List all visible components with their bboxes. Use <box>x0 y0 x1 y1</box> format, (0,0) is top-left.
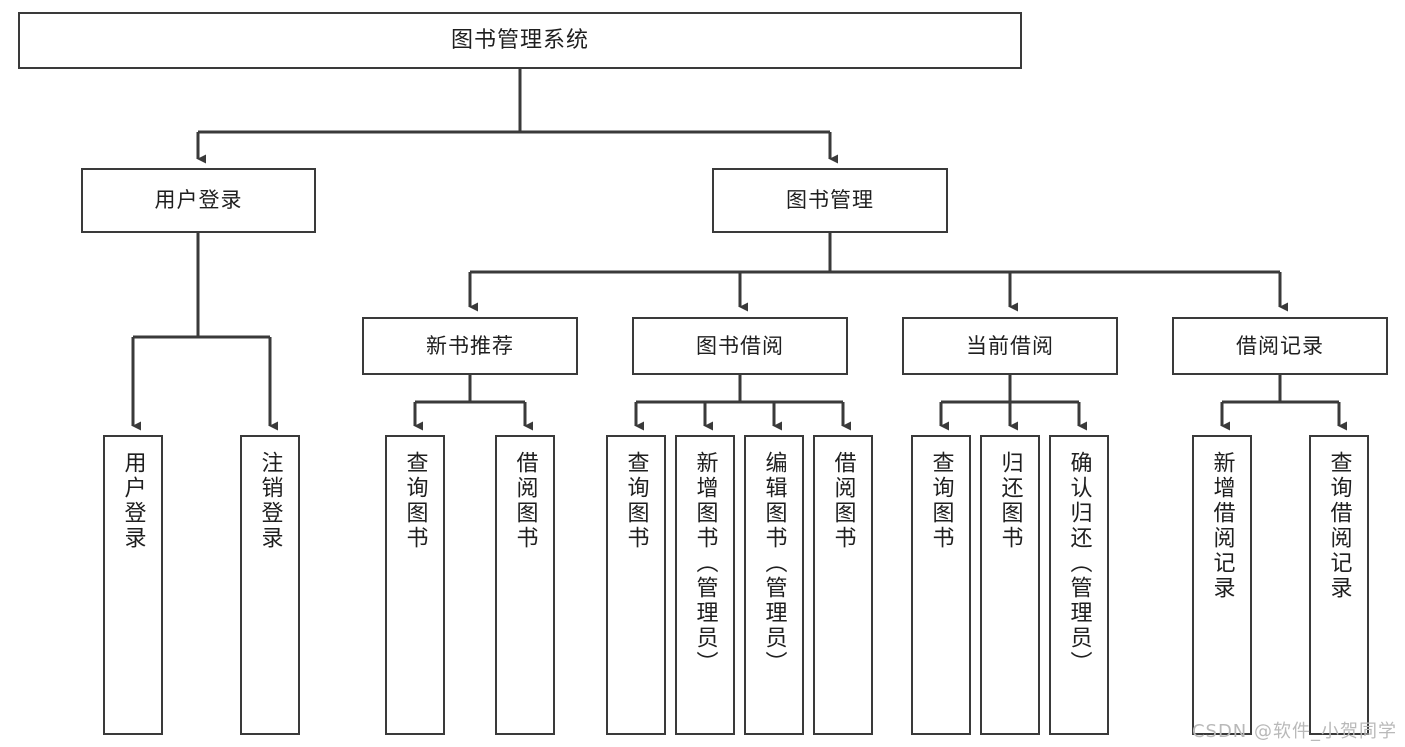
node-user-login[interactable]: 用户登录 <box>81 168 316 233</box>
leaf-records-add[interactable]: 新增借阅记录 <box>1192 435 1252 735</box>
leaf-book-borrow-borrow[interactable]: 借阅图书 <box>813 435 873 735</box>
csdn-watermark: CSDN @软件_小贺同学 <box>1191 721 1397 742</box>
node-label: 编辑图书（管理员） <box>761 451 787 676</box>
node-root-system[interactable]: 图书管理系统 <box>18 12 1022 69</box>
node-label: 借阅记录 <box>1236 333 1324 358</box>
leaf-user-login-signout[interactable]: 注销登录 <box>240 435 300 735</box>
node-new-book-recommend[interactable]: 新书推荐 <box>362 317 578 375</box>
leaf-records-query[interactable]: 查询借阅记录 <box>1309 435 1369 735</box>
node-book-management[interactable]: 图书管理 <box>712 168 948 233</box>
leaf-current-borrow-confirm-return[interactable]: 确认归还（管理员） <box>1049 435 1109 735</box>
leaf-current-borrow-return[interactable]: 归还图书 <box>980 435 1040 735</box>
node-label: 查询图书 <box>623 451 649 551</box>
node-label: 归还图书 <box>997 451 1023 551</box>
leaf-book-borrow-query[interactable]: 查询图书 <box>606 435 666 735</box>
node-label: 当前借阅 <box>966 333 1054 358</box>
node-label: 查询图书 <box>402 451 428 551</box>
node-label: 查询借阅记录 <box>1326 451 1352 601</box>
node-label: 新增借阅记录 <box>1209 451 1235 601</box>
node-label: 借阅图书 <box>512 451 538 551</box>
leaf-book-borrow-add[interactable]: 新增图书（管理员） <box>675 435 735 735</box>
node-label: 用户登录 <box>154 188 243 213</box>
node-borrow-records[interactable]: 借阅记录 <box>1172 317 1388 375</box>
node-label: 图书管理系统 <box>450 27 589 53</box>
node-current-borrow[interactable]: 当前借阅 <box>902 317 1118 375</box>
node-label: 图书借阅 <box>696 333 784 358</box>
leaf-new-books-borrow[interactable]: 借阅图书 <box>495 435 555 735</box>
leaf-book-borrow-edit[interactable]: 编辑图书（管理员） <box>744 435 804 735</box>
node-label: 用户登录 <box>120 451 146 551</box>
node-label: 查询图书 <box>928 451 954 551</box>
node-book-borrow[interactable]: 图书借阅 <box>632 317 848 375</box>
leaf-current-borrow-query[interactable]: 查询图书 <box>911 435 971 735</box>
leaf-new-books-query[interactable]: 查询图书 <box>385 435 445 735</box>
node-label: 注销登录 <box>257 451 283 551</box>
node-label: 借阅图书 <box>830 451 856 551</box>
leaf-user-login-signin[interactable]: 用户登录 <box>103 435 163 735</box>
node-label: 图书管理 <box>786 188 874 213</box>
node-label: 新增图书（管理员） <box>692 451 718 676</box>
node-label: 新书推荐 <box>426 333 514 358</box>
node-label: 确认归还（管理员） <box>1066 451 1092 676</box>
